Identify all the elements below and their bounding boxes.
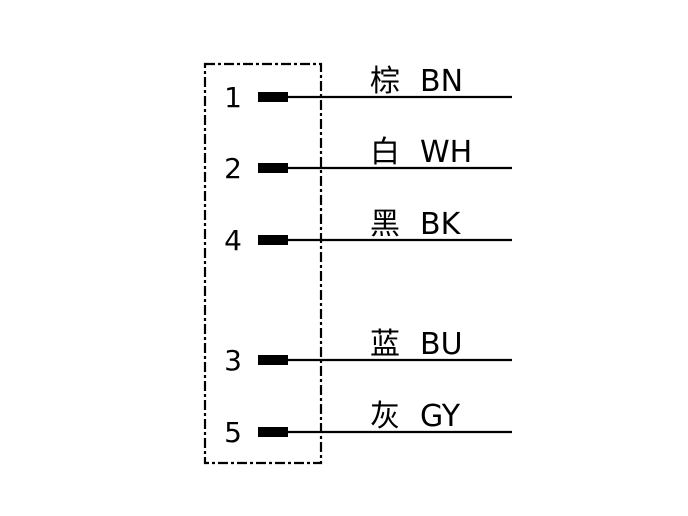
pin-row: 2 白 WH xyxy=(224,135,512,185)
pin-row: 5 灰 GY xyxy=(224,399,512,449)
pin-number: 1 xyxy=(224,81,242,114)
wire-color-cn: 灰 xyxy=(370,399,400,434)
pin-rows: 1 棕 BN 2 白 WH 4 黑 BK 3 蓝 BU 5 灰 GY xyxy=(224,64,512,449)
wire-color-code: BU xyxy=(420,327,463,362)
pin-number: 2 xyxy=(224,152,242,185)
wire-color-code: BN xyxy=(420,64,463,99)
pin-row: 1 棕 BN xyxy=(224,64,512,114)
contact-pin xyxy=(258,427,288,437)
contact-pin xyxy=(258,163,288,173)
wire-color-cn: 棕 xyxy=(370,64,400,99)
wire-color-cn: 白 xyxy=(370,135,400,170)
pin-row: 3 蓝 BU xyxy=(224,327,512,377)
contact-pin xyxy=(258,235,288,245)
pin-number: 3 xyxy=(224,344,242,377)
wire-color-cn: 蓝 xyxy=(370,327,400,362)
pin-number: 5 xyxy=(224,416,242,449)
wire-color-code: BK xyxy=(420,207,462,242)
wire-color-code: GY xyxy=(420,399,461,434)
wire-color-code: WH xyxy=(420,135,472,170)
wire-color-cn: 黑 xyxy=(370,207,400,242)
contact-pin xyxy=(258,355,288,365)
contact-pin xyxy=(258,92,288,102)
connector-housing xyxy=(203,62,323,465)
pin-row: 4 黑 BK xyxy=(224,207,512,257)
pin-number: 4 xyxy=(224,224,242,257)
